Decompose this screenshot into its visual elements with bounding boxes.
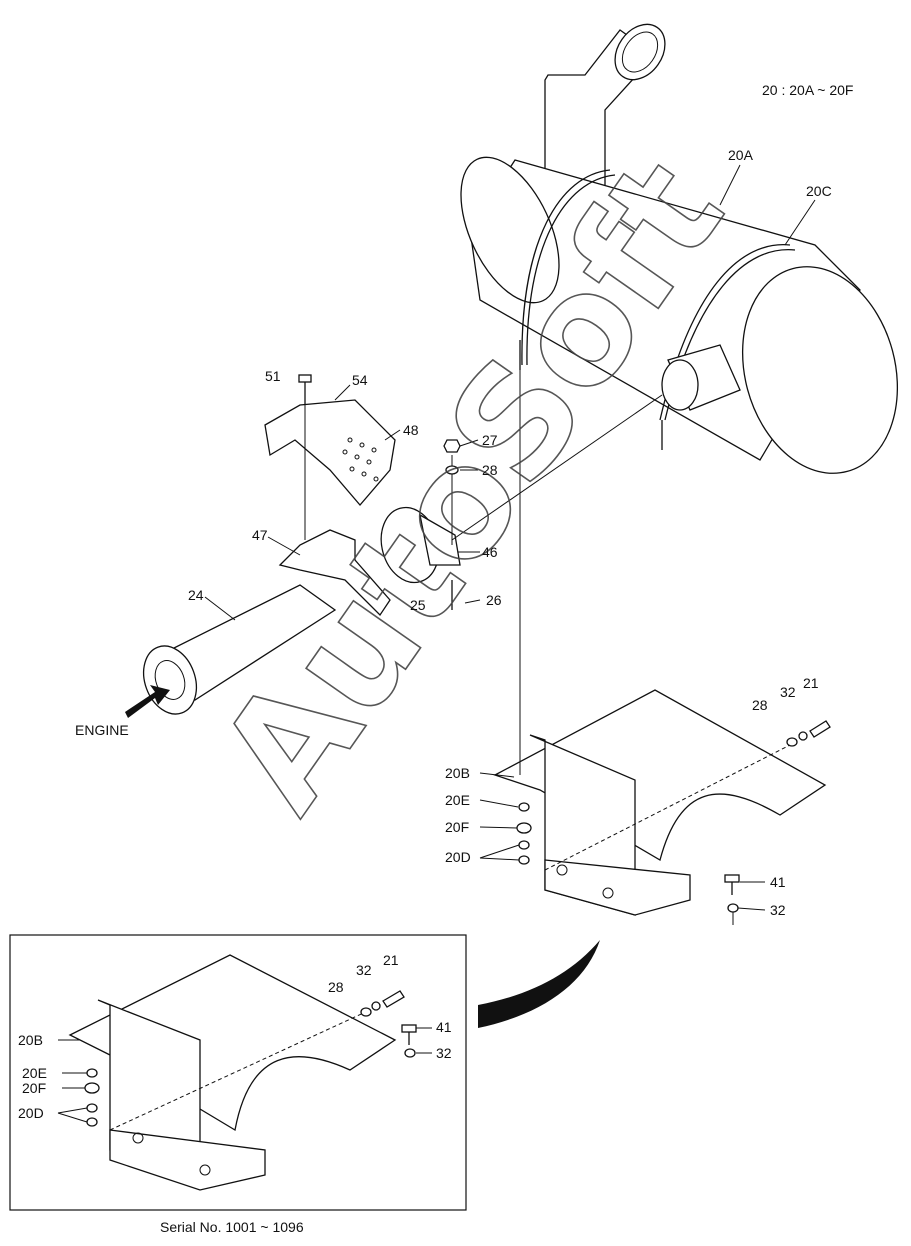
inset-callout-32: 32	[356, 962, 372, 978]
muffler-assembly	[460, 23, 899, 474]
callout-20B: 20B	[445, 765, 470, 781]
engine-pipe	[125, 584, 337, 718]
serial-caption: Serial No. 1001 ~ 1096	[160, 1219, 304, 1235]
heat-shield	[264, 374, 396, 506]
callout-46: 46	[482, 544, 498, 560]
muffler-support	[493, 370, 831, 925]
callout-20F: 20F	[445, 819, 469, 835]
inset-callout-32-lower: 32	[436, 1045, 452, 1061]
callout-20D: 20D	[445, 849, 471, 865]
exhaust-clamp	[380, 394, 663, 610]
callout-47: 47	[252, 527, 268, 543]
callout-20A: 20A	[728, 147, 754, 163]
callout-20C: 20C	[806, 183, 832, 199]
inset-callout-28: 28	[328, 979, 344, 995]
detail-arrow	[478, 940, 600, 1028]
callout-24: 24	[188, 587, 204, 603]
callout-26: 26	[486, 592, 502, 608]
callout-21: 21	[803, 675, 819, 691]
callout-32-support: 32	[780, 684, 796, 700]
mounting-bracket	[278, 405, 391, 617]
callout-20E: 20E	[445, 792, 470, 808]
inset-support	[68, 954, 417, 1191]
inset-callout-20E: 20E	[22, 1065, 47, 1081]
inset-callout-20D: 20D	[18, 1105, 44, 1121]
header-note: 20 : 20A ~ 20F	[762, 82, 853, 98]
callout-51: 51	[265, 368, 281, 384]
inset-callout-20B: 20B	[18, 1032, 43, 1048]
callout-25: 25	[410, 597, 426, 613]
inset-callout-20F: 20F	[22, 1080, 46, 1096]
callout-32-lower: 32	[770, 902, 786, 918]
callout-48: 48	[403, 422, 419, 438]
inset-frame	[9, 934, 467, 1211]
callout-28: 28	[482, 462, 498, 478]
inset-callout-21: 21	[383, 952, 399, 968]
engine-label: ENGINE	[75, 722, 129, 738]
callout-41: 41	[770, 874, 786, 890]
callout-54: 54	[352, 372, 368, 388]
leader-lines	[57, 164, 816, 1123]
callout-28-support: 28	[752, 697, 768, 713]
callout-27: 27	[482, 432, 498, 448]
inset-callout-41: 41	[436, 1019, 452, 1035]
